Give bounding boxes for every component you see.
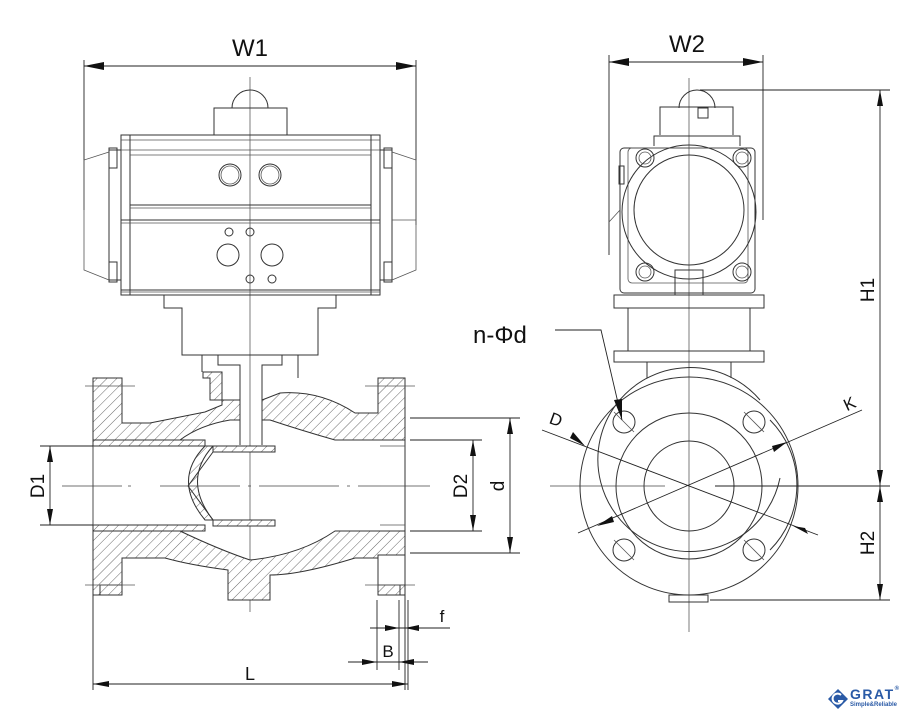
n-phi-d-label: n-Φd bbox=[473, 322, 527, 349]
f-label: f bbox=[440, 607, 445, 626]
w2-dimension: W2 bbox=[608, 31, 764, 255]
d2-dimension: D2 bbox=[410, 439, 482, 532]
h1-dimension: H1 bbox=[700, 89, 890, 486]
brand-registered: ® bbox=[894, 686, 901, 692]
b-label: B bbox=[382, 642, 393, 661]
w1-label: W1 bbox=[232, 35, 268, 62]
d1-dimension: D1 bbox=[28, 445, 93, 526]
n-phi-d-callout: n-Φd bbox=[473, 322, 623, 421]
brand-diamond-icon bbox=[828, 689, 848, 709]
brand-logo: GRAT® Simple&Reliable bbox=[828, 686, 908, 714]
d1-label: D1 bbox=[28, 474, 49, 498]
h2-dimension: H2 bbox=[710, 486, 890, 601]
d2-label: D2 bbox=[451, 474, 472, 498]
d-small-label: d bbox=[488, 481, 509, 492]
l-label: L bbox=[245, 664, 255, 684]
h1-label: H1 bbox=[858, 278, 879, 302]
f-dimension: f bbox=[370, 607, 450, 631]
actuator-bolts bbox=[635, 148, 752, 282]
front-view: W1 bbox=[28, 35, 520, 690]
brand-tagline: Simple&Reliable bbox=[850, 702, 898, 708]
D-label: D bbox=[547, 409, 565, 431]
w1-dimension: W1 bbox=[83, 35, 417, 225]
b-dimension: B bbox=[348, 600, 428, 670]
side-view: W2 bbox=[473, 31, 890, 632]
K-label: K bbox=[841, 393, 860, 415]
brand-name: GRAT bbox=[850, 686, 895, 702]
l-dimension: L bbox=[93, 600, 409, 690]
d-small-dimension: d bbox=[410, 417, 520, 554]
h2-label: H2 bbox=[858, 531, 879, 555]
w2-label: W2 bbox=[669, 31, 705, 58]
D-dimension: D bbox=[541, 409, 819, 536]
